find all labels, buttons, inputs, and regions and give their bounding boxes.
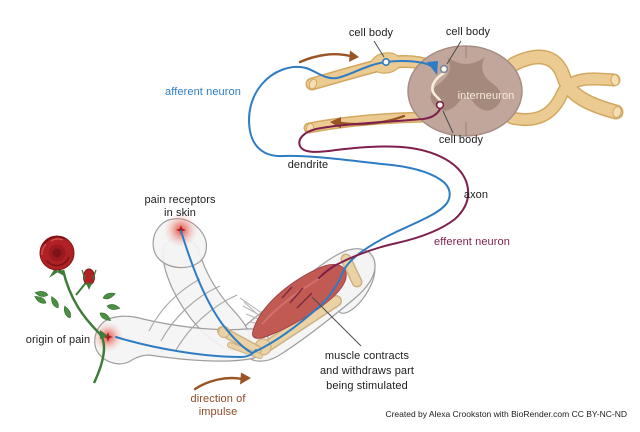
impulse-arrow-bottom-icon <box>193 372 251 391</box>
label-dendrite: dendrite <box>287 159 329 171</box>
interneuron-cell-body-ring <box>439 64 449 74</box>
credit-text: Created by Alexa Crookston with BioRende… <box>385 409 627 419</box>
label-interneuron: interneuron <box>457 90 515 102</box>
afferent-neuron-path <box>115 59 451 359</box>
leader-lines <box>311 40 462 347</box>
pain-burst-origin <box>93 322 123 352</box>
impulse-arrow-top-icon <box>298 50 359 64</box>
leader-cell-body-interneuron <box>446 40 462 65</box>
gray-matter <box>430 57 502 111</box>
label-cell-body-efferent: cell body <box>438 134 484 146</box>
leader-cell-body-efferent <box>442 110 454 134</box>
central-canal <box>464 92 468 96</box>
efferent-cell-body-ring <box>435 100 445 110</box>
rose-bloom <box>39 235 75 278</box>
motion-lines <box>148 278 238 351</box>
afferent-main-path <box>180 59 451 355</box>
rose-leaves <box>34 291 121 321</box>
label-cell-body-afferent: cell body <box>348 27 394 39</box>
leader-muscle-note <box>311 296 362 347</box>
label-pain-receptors: pain receptors in skin <box>144 194 216 219</box>
pain-burst-receptor <box>164 213 198 247</box>
muscle <box>252 264 347 339</box>
rose-illustration <box>34 235 121 384</box>
label-direction-of-impulse: direction of impulse <box>190 393 246 418</box>
label-origin-of-pain: origin of pain <box>25 334 91 346</box>
rose-bud <box>81 268 97 290</box>
efferent-neuron-path <box>298 108 470 279</box>
label-efferent-neuron: efferent neuron <box>434 236 510 248</box>
label-afferent-neuron: afferent neuron <box>165 86 241 98</box>
label-axon: axon <box>463 189 489 201</box>
muscle-fibers <box>281 286 313 309</box>
synapse-terminal <box>427 61 438 75</box>
afferent-cell-body-ring <box>381 57 390 66</box>
leader-cell-body-afferent <box>373 40 385 58</box>
thorn <box>100 330 108 339</box>
label-muscle-contracts: muscle contracts and withdraws part bein… <box>319 350 415 392</box>
label-cell-body-interneuron: cell body <box>445 26 491 38</box>
